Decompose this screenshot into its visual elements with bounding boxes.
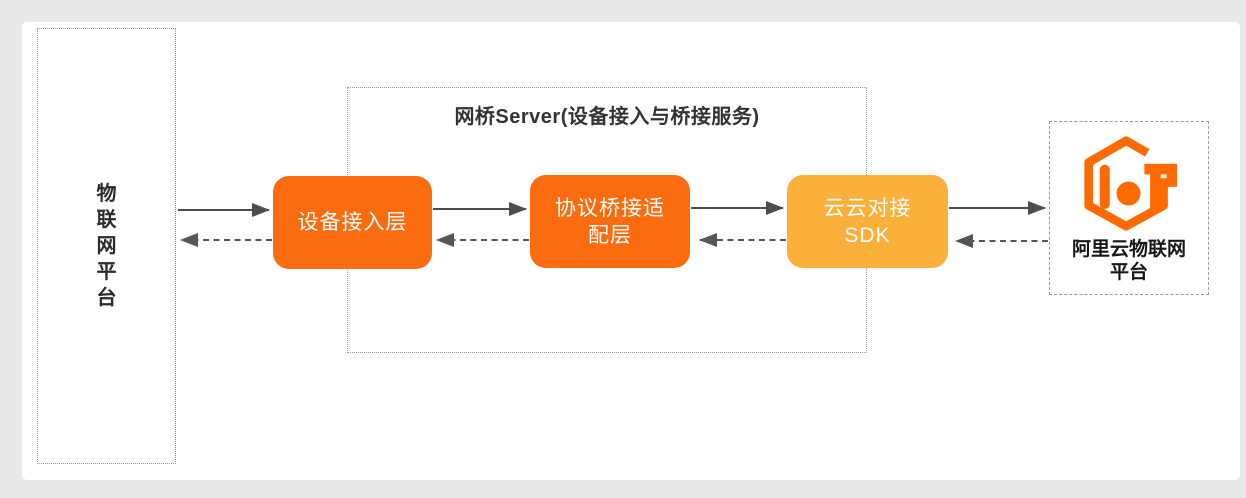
device-access-layer-box: 设备接入层 [273, 176, 432, 269]
iot-platform-label: 物 联 网 平 台 [96, 183, 117, 309]
iot-platform-box: 物 联 网 平 台 [37, 28, 176, 464]
protocol-bridge-adapter-label: 协议桥接适 配层 [555, 196, 665, 247]
cloud-sdk-box: 云云对接 SDK [787, 175, 948, 268]
device-access-layer-label: 设备接入层 [297, 211, 408, 234]
cloud-sdk-label: 云云对接 SDK [823, 196, 912, 247]
aliyun-iot-platform-box: 阿里云物联网 平台 [1049, 121, 1209, 295]
aliyun-iot-icon [1080, 135, 1178, 231]
aliyun-iot-platform-label: 阿里云物联网 平台 [1071, 239, 1186, 283]
protocol-bridge-adapter-box: 协议桥接适 配层 [530, 175, 690, 268]
bridge-server-title: 网桥Server(设备接入与桥接服务) [454, 106, 760, 128]
